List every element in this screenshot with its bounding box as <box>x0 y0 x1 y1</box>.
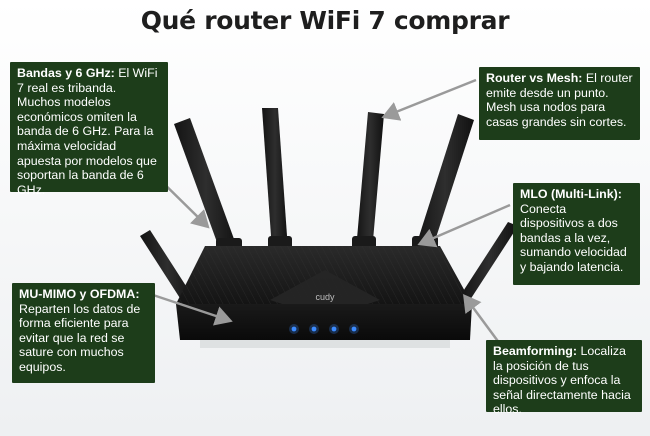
brand-logo: cudy <box>315 292 335 302</box>
callout-heading: MU-MIMO y OFDMA: <box>19 287 140 301</box>
antenna-2 <box>262 108 288 250</box>
arrow-mesh <box>381 78 477 121</box>
callout-heading: Router vs Mesh: <box>486 71 583 85</box>
antenna-1 <box>174 118 238 256</box>
callout-router-vs-mesh: Router vs Mesh: El router emite desde un… <box>479 67 640 140</box>
router-front <box>176 304 472 340</box>
callout-heading: Bandas y 6 GHz: <box>17 66 115 80</box>
antenna-back-left <box>140 230 195 306</box>
antenna-3 <box>356 112 384 252</box>
callout-heading: Beamforming: <box>493 344 577 358</box>
callout-beamforming: Beamforming: Localiza la posición de tus… <box>486 340 642 416</box>
led-4 <box>351 326 357 332</box>
led-1 <box>291 326 297 332</box>
antenna-4 <box>416 114 474 250</box>
callout-body: Localiza la posición de tus dispositivos… <box>493 344 631 417</box>
callout-body: Conecta dispositivos a dos bandas a la v… <box>520 201 627 274</box>
page-title: Qué router WiFi 7 comprar <box>140 6 510 35</box>
callout-heading: MLO (Multi-Link): <box>520 187 622 201</box>
antenna-back-right <box>460 222 518 300</box>
callout-body: Reparten los datos de forma eficiente pa… <box>19 301 141 374</box>
callout-body: El router emite desde un punto. Mesh usa… <box>486 71 633 129</box>
arrow-mlo <box>417 203 511 248</box>
led-3 <box>331 326 337 332</box>
arrow-beam <box>463 293 502 345</box>
arrow-mumimo <box>149 292 233 326</box>
led-2 <box>311 326 317 332</box>
callout-body: El WiFi 7 real es tribanda. Muchos model… <box>17 66 158 197</box>
callout-bands-6ghz: Bandas y 6 GHz: El WiFi 7 real es triban… <box>10 62 168 197</box>
callout-mu-mimo: MU-MIMO y OFDMA: Reparten los datos de f… <box>12 283 155 383</box>
callout-mlo: MLO (Multi-Link): Conecta dispositivos a… <box>513 183 640 285</box>
